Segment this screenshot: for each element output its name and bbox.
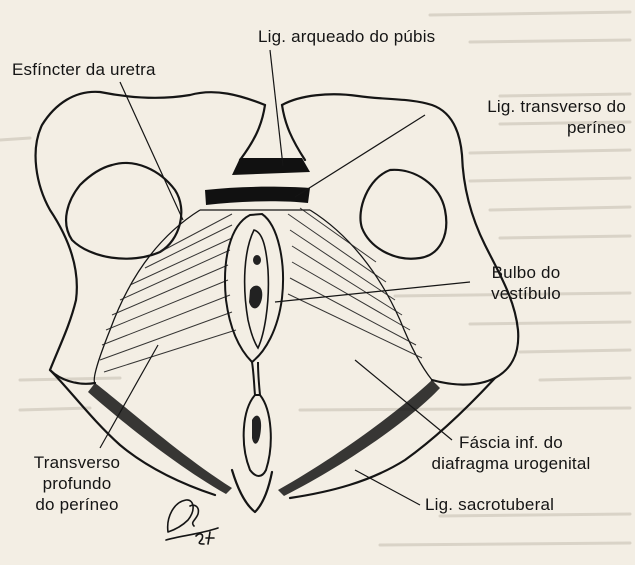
label-line: períneo xyxy=(430,117,626,138)
label-line: diafragma urogenital xyxy=(395,453,627,474)
transverse-ligament-band xyxy=(205,187,310,205)
label-vestibular-bulb: Bulbo do vestíbulo xyxy=(476,262,576,304)
perineal-body xyxy=(252,362,260,395)
label-arcuate-pubic-ligament: Lig. arqueado do púbis xyxy=(258,26,435,47)
label-text: Lig. arqueado do púbis xyxy=(258,26,435,47)
label-line: vestíbulo xyxy=(476,283,576,304)
pubic-symphysis xyxy=(240,105,305,160)
label-transverse-perineal-ligament: Lig. transverso do períneo xyxy=(430,96,626,138)
bulb-shading xyxy=(249,255,262,444)
membrane-hatching xyxy=(94,210,432,383)
label-inferior-fascia: Fáscia inf. do diafragma urogenital xyxy=(395,432,627,474)
label-line: Transverso xyxy=(18,452,136,473)
label-line: Lig. transverso do xyxy=(430,96,626,117)
label-line: Bulbo do xyxy=(476,262,576,283)
label-line: profundo xyxy=(18,473,136,494)
arcuate-ligament-band xyxy=(232,158,310,175)
coccyx-tip xyxy=(232,470,272,512)
label-urethral-sphincter: Esfíncter da uretra xyxy=(12,59,156,80)
obturator-foramen-right xyxy=(360,170,446,259)
label-line: Fáscia inf. do xyxy=(395,432,627,453)
label-line: do períneo xyxy=(18,494,136,515)
label-text: Esfíncter da uretra xyxy=(12,59,156,80)
artist-signature xyxy=(160,492,222,550)
label-sacrotuberous-ligament: Lig. sacrotuberal xyxy=(425,494,554,515)
label-text: Lig. sacrotuberal xyxy=(425,494,554,515)
label-deep-transverse-perineal: Transverso profundo do períneo xyxy=(18,452,136,515)
